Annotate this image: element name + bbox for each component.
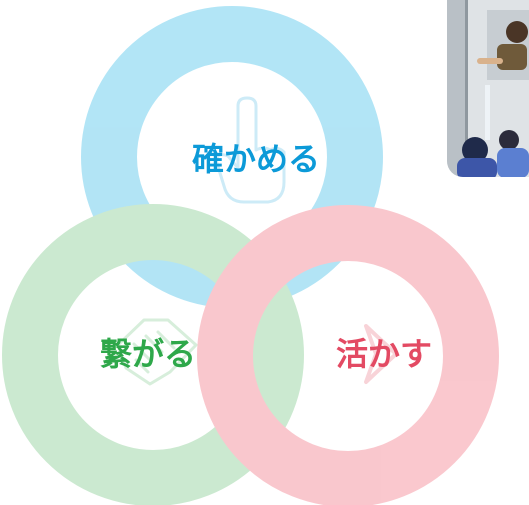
ring-group xyxy=(2,6,499,505)
ring-bottom-left xyxy=(2,204,304,505)
label-top: 確かめる xyxy=(192,140,320,178)
pointing-hand-icon xyxy=(214,96,286,204)
label-bottom-right: 活かす xyxy=(336,335,432,373)
activity-photo xyxy=(447,0,529,177)
ring-bottom-right xyxy=(197,205,499,505)
handshake-icon xyxy=(116,318,198,386)
label-bottom-left: 繋がる xyxy=(100,335,196,373)
chevron-right-icon xyxy=(364,324,398,384)
